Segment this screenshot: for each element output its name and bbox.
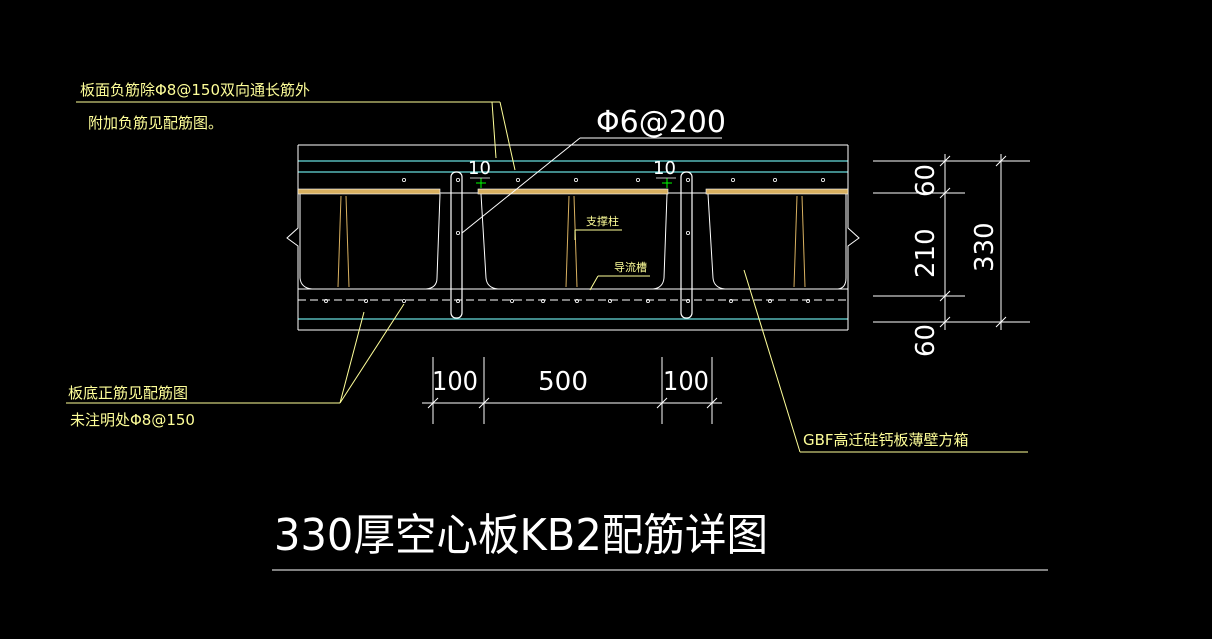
box-cap-middle [477,188,669,195]
dim-middle-500: 500 [538,367,588,397]
dim-vertical-top-60: 60 [911,164,941,197]
hollow-box-left [299,193,441,290]
horizontal-dimensions [422,357,722,424]
support-column-mid-b [573,195,578,288]
slab-section [286,144,860,331]
break-line-right [847,145,860,330]
box-cap-left [297,188,441,195]
leader-top-note-a [499,101,516,171]
stirrup-label: Φ6@200 [596,105,726,140]
drawing-title: 330厚空心板KB2配筋详图 [274,510,768,561]
support-column-right-a [793,195,798,288]
support-column-label: 支撑柱 [586,214,619,228]
dim-left-100: 100 [432,367,478,397]
drain-groove-label: 导流槽 [614,260,647,274]
support-column-mid-a [565,195,570,288]
leader-bottom-note-b [339,303,405,404]
leader-stirrup [461,137,581,234]
rib-stirrup-right [680,171,693,319]
hollow-box-right [707,193,847,290]
note-bottom-line1: 板底正筋见配筋图 [68,384,188,402]
rib-mark-left-label: 10 [468,158,491,179]
break-line-left [286,145,299,330]
rib-stirrup-left [450,171,463,319]
note-top-line1: 板面负筋除Φ8@150双向通长筋外 [80,81,310,99]
support-column-left-a [337,195,342,288]
leader-top-note-b [491,101,497,159]
support-column-right-b [801,195,806,288]
leader-bottom-note-a [339,311,365,404]
leader-box [743,269,801,453]
leader-lines [66,101,1028,453]
box-label: GBF高迁硅钙板薄壁方箱 [803,431,969,449]
dim-right-100: 100 [663,367,709,397]
note-top-line2: 附加负筋见配筋图。 [88,114,223,132]
rebar-dots [323,177,826,303]
note-bottom-line2: 未注明处Φ8@150 [70,411,195,429]
vertical-dimensions [873,154,1030,330]
rib-mark-right-label: 10 [653,158,676,179]
box-cap-right [705,188,849,195]
leader-drain-groove-b [589,275,599,291]
dim-vertical-middle-210: 210 [911,228,941,278]
support-column-left-b [345,195,350,288]
dim-vertical-total-330: 330 [970,222,1000,272]
hollow-box-middle [480,193,668,290]
dim-vertical-bottom-60: 60 [911,324,941,357]
